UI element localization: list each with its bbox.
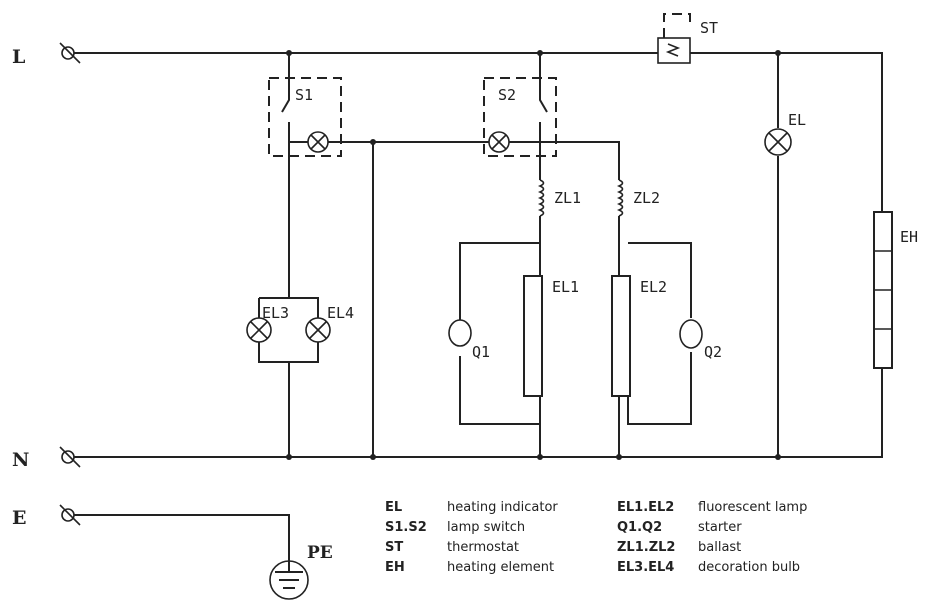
legend-code: Q1.Q2 [617,520,662,535]
legend-desc: fluorescent lamp [698,500,807,515]
label-el2: EL2 [640,278,667,296]
legend-desc: heating indicator [447,500,558,515]
legend-desc: lamp switch [447,520,525,535]
legend-desc: ballast [698,540,741,555]
legend-code: ZL1.ZL2 [617,540,675,555]
ballast-zl2 [616,179,624,217]
rail-label-neutral: N [12,449,29,471]
heating-element-eh [873,211,893,369]
legend-code: S1.S2 [385,520,427,535]
protective-earth-icon [269,560,309,600]
legend-code: ST [385,540,403,555]
live-rail [74,52,883,212]
label-s2: S2 [498,86,516,104]
legend-code: EL [385,500,402,515]
decoration-bulb-loop [258,297,319,363]
label-el4: EL4 [327,304,354,322]
rail-label-live: L [12,46,25,68]
label-s1: S1 [295,86,313,104]
legend-desc: heating element [447,560,554,575]
legend-code: EL1.EL2 [617,500,674,515]
ballast-zl1 [537,179,545,217]
legend-desc: decoration bulb [698,560,800,575]
legend: EL heating indicator S1.S2 lamp switch S… [385,500,807,575]
legend-desc: starter [698,520,742,535]
label-el1: EL1 [552,278,579,296]
lamp-el4 [305,317,331,343]
lamp-el3 [246,317,272,343]
label-zl1: ZL1 [554,189,581,207]
lamp-s1-indicator [307,131,329,153]
lamp-el-heating-indicator [764,128,792,156]
label-zl2: ZL2 [633,189,660,207]
earth-wire [74,514,290,560]
rail-label-earth: E [12,507,26,529]
label-eh: EH [900,228,918,246]
neutral-rail [74,368,883,458]
starter-q1 [448,319,472,347]
label-el3: EL3 [262,304,289,322]
label-q2: Q2 [704,343,722,361]
fluorescent-lamp-el1 [523,275,543,397]
label-st: ST [700,19,718,37]
switch-s2 [483,53,557,157]
legend-desc: thermostat [447,540,519,555]
thermostat-st [657,13,691,64]
fluorescent-lamp-el2 [611,275,631,397]
label-el: EL [788,111,806,129]
legend-code: EH [385,560,405,575]
switch-s1 [268,53,342,157]
lamp-s2-indicator [488,131,510,153]
label-pe: PE [307,543,333,563]
starter-q2 [679,319,703,349]
legend-code: EL3.EL4 [617,560,674,575]
label-q1: Q1 [472,343,490,361]
